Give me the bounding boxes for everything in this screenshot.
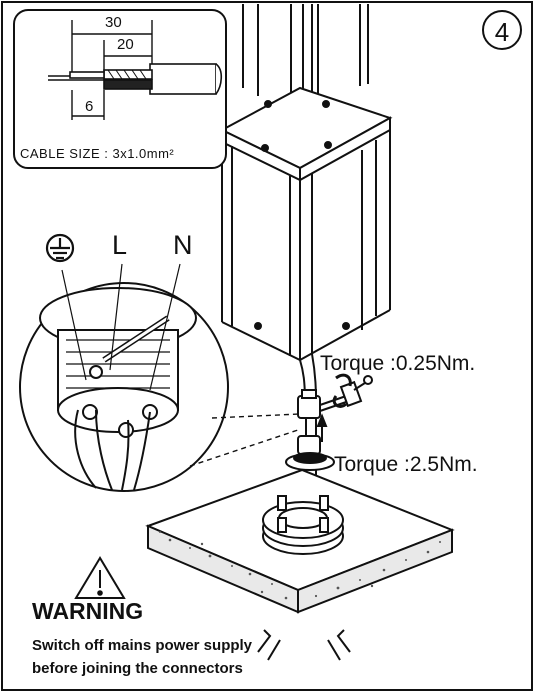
- step-number-badge: 4: [482, 10, 522, 50]
- lower-torque-label: Torque :2.5Nm.: [334, 453, 478, 476]
- warning-line-1: Switch off mains power supply: [32, 637, 253, 654]
- placement-arrows: [257, 629, 351, 661]
- concrete-slab: [145, 468, 455, 614]
- live-terminal-label: L: [112, 230, 128, 260]
- connector-detail-circle: [19, 263, 301, 492]
- warning-line-2: before joining the connectors: [32, 660, 243, 677]
- warning-triangle-icon: [74, 556, 126, 599]
- upper-torque-label: Torque :0.25Nm.: [320, 352, 476, 375]
- dimension-middle-label: 20: [117, 36, 134, 53]
- earth-ground-icon: [45, 233, 75, 263]
- dimension-outer-label: 30: [105, 14, 122, 31]
- warning-title: WARNING: [32, 598, 144, 624]
- cable-strip-inset: [13, 9, 227, 169]
- cable-to-base: [285, 353, 373, 530]
- base-flange: [262, 495, 344, 555]
- dimension-strip-label: 6: [85, 98, 94, 115]
- lamp-post: [219, 4, 393, 362]
- cable-size-label: CABLE SIZE : 3x1.0mm²: [20, 146, 175, 161]
- neutral-terminal-label: N: [173, 230, 193, 260]
